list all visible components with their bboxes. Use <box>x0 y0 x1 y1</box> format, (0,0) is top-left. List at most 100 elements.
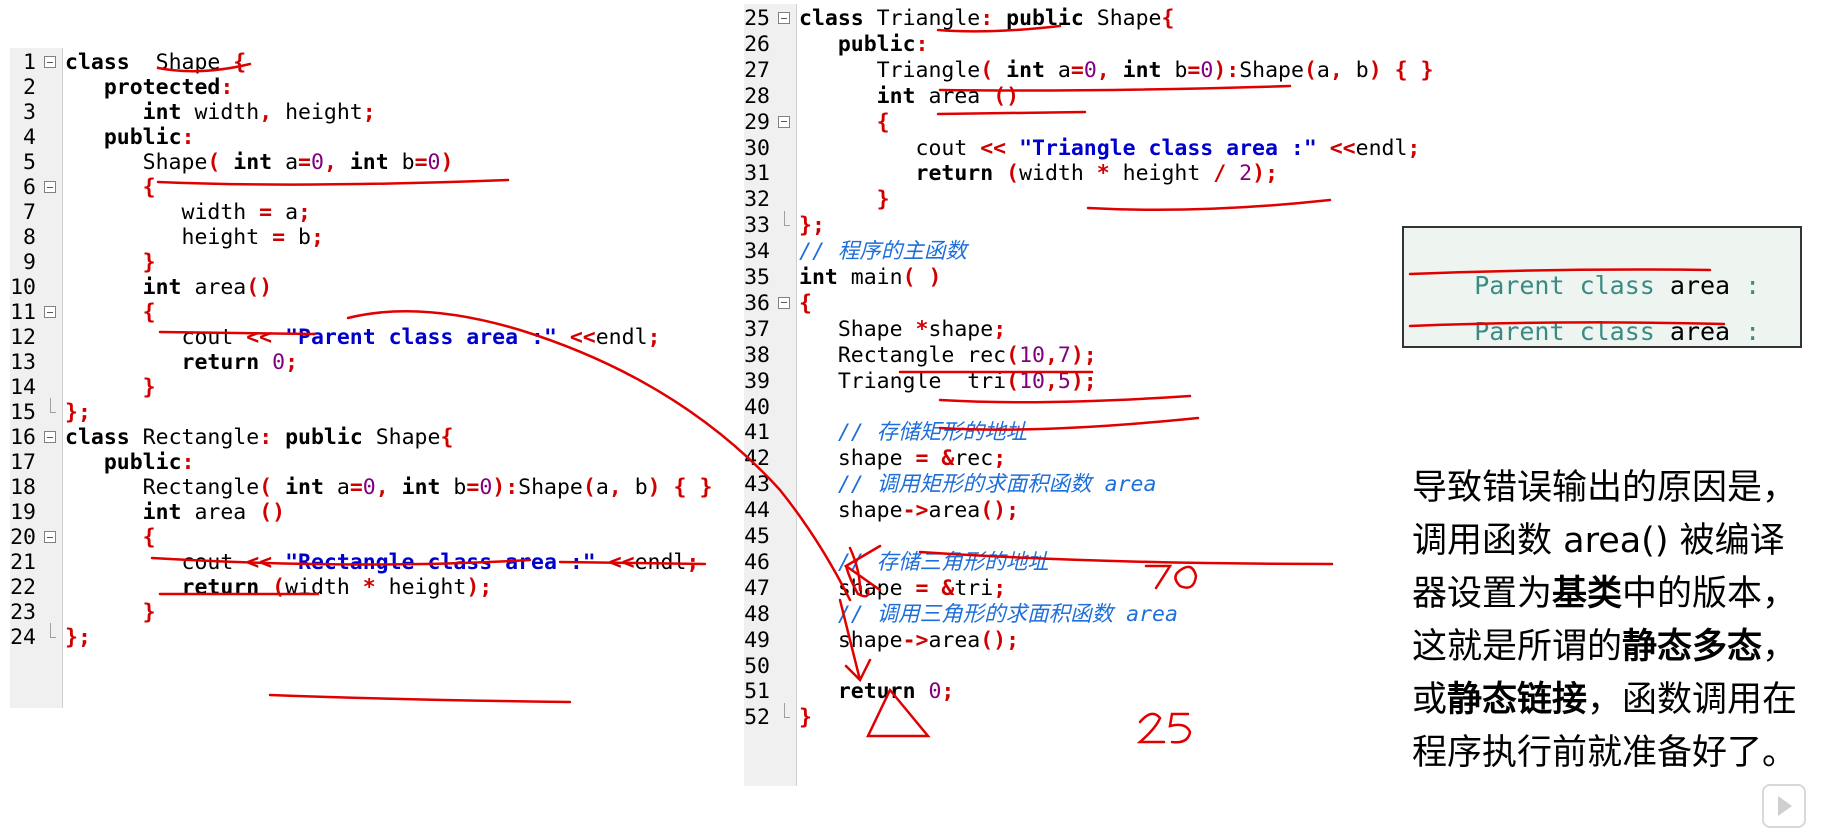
identifier: height <box>1109 161 1214 187</box>
fold-toggle-icon[interactable] <box>44 531 56 543</box>
fold-toggle-icon[interactable] <box>778 12 790 24</box>
operator: = <box>272 225 286 250</box>
code-text: int area () <box>65 498 285 527</box>
identifier <box>928 576 941 601</box>
fold-end-tick <box>784 717 790 719</box>
identifier <box>65 375 143 400</box>
code-text: class Triangle: public Shape{ <box>799 4 1174 33</box>
operator: { <box>142 300 156 325</box>
identifier: Shape <box>1083 6 1162 31</box>
operator: ; <box>1407 135 1421 161</box>
code-text: shape = &tri; <box>799 574 1006 603</box>
identifier: Rectangle <box>65 475 260 500</box>
operator: * <box>915 316 929 342</box>
operator: { <box>1394 57 1408 83</box>
line-number: 6 <box>23 175 36 200</box>
keyword: return <box>181 350 260 375</box>
fold-end-marker <box>50 623 51 637</box>
operator: -> <box>902 498 929 524</box>
keyword: public <box>1006 6 1084 31</box>
code-text: Shape( int a=0, int b=0) <box>65 148 454 177</box>
identifier: Triangle <box>799 57 981 83</box>
line-number: 13 <box>10 350 36 375</box>
line-number: 48 <box>744 601 770 627</box>
code-text: } <box>65 598 156 627</box>
explanation-segment: 中的版本，这就是所谓的 <box>1412 574 1798 667</box>
emphasized-term: 静态链接 <box>1447 680 1588 720</box>
operator: = <box>349 475 363 500</box>
keyword: int <box>876 83 916 109</box>
identifier <box>220 150 233 175</box>
operator: ) <box>440 150 454 175</box>
code-text: height = b; <box>65 223 323 252</box>
line-number: 42 <box>744 446 770 472</box>
fold-toggle-icon[interactable] <box>44 181 56 193</box>
line-number: 31 <box>744 161 770 187</box>
identifier <box>799 110 877 135</box>
keyword: class <box>799 6 864 31</box>
fold-toggle-icon[interactable] <box>778 296 790 309</box>
identifier <box>259 575 272 600</box>
identifier: shape <box>799 575 916 601</box>
line-number: 36 <box>744 290 770 316</box>
identifier: width <box>285 575 363 600</box>
identifier: b <box>388 150 415 175</box>
code-text: return 0; <box>799 677 955 706</box>
operator: } <box>699 475 713 500</box>
identifier: b <box>285 225 311 250</box>
identifier: a <box>272 150 299 175</box>
line-number: 23 <box>10 600 36 625</box>
line-number: 40 <box>744 394 770 420</box>
video-play-button[interactable] <box>1762 784 1806 828</box>
line-number: 43 <box>744 472 770 498</box>
line-number: 12 <box>10 325 36 350</box>
keyword: int <box>349 150 389 175</box>
line-number: 35 <box>744 265 770 290</box>
line-number: 26 <box>744 31 770 57</box>
keyword: class <box>65 425 130 450</box>
operator: , <box>1044 342 1058 368</box>
operator: ); <box>1070 342 1097 368</box>
identifier <box>993 6 1006 31</box>
line-number: 32 <box>744 187 770 213</box>
code-text: return (width * height / 2); <box>799 159 1279 188</box>
line-number: 37 <box>744 316 770 342</box>
operator: ); <box>1070 368 1097 394</box>
operator: ); <box>1252 161 1279 187</box>
identifier: shape <box>799 498 903 524</box>
comment: // 调用三角形的求面积函数 area <box>837 601 1178 627</box>
fold-toggle-icon[interactable] <box>44 56 56 68</box>
operator: ): <box>492 475 519 500</box>
identifier: cout <box>799 135 981 161</box>
number-literal: 7 <box>1057 342 1071 368</box>
identifier <box>259 350 272 375</box>
operator: ; <box>993 316 1007 342</box>
identifier <box>65 350 182 375</box>
number-literal: 2 <box>1239 161 1253 187</box>
identifier <box>799 602 838 627</box>
keyword: int <box>401 475 441 500</box>
identifier: Shape <box>799 316 916 342</box>
keyword: int <box>233 150 273 175</box>
identifier <box>596 550 609 575</box>
comment: // 存储三角形的地址 <box>837 549 1049 575</box>
code-text: protected: <box>65 73 233 102</box>
identifier: a <box>1044 57 1071 83</box>
operator: () <box>259 500 286 525</box>
keyword: class <box>65 50 130 75</box>
code-text: { <box>65 173 156 202</box>
identifier <box>916 679 929 704</box>
fold-toggle-icon[interactable] <box>44 431 56 443</box>
fold-toggle-icon[interactable] <box>778 115 790 128</box>
operator: = <box>915 575 929 601</box>
line-number: 46 <box>744 549 770 575</box>
operator: ; <box>647 325 661 350</box>
fold-toggle-icon[interactable] <box>44 306 56 318</box>
identifier <box>661 475 674 500</box>
identifier: height <box>272 100 363 125</box>
keyword: int <box>142 500 182 525</box>
operator: = <box>1070 57 1084 83</box>
identifier: a <box>1316 57 1330 83</box>
